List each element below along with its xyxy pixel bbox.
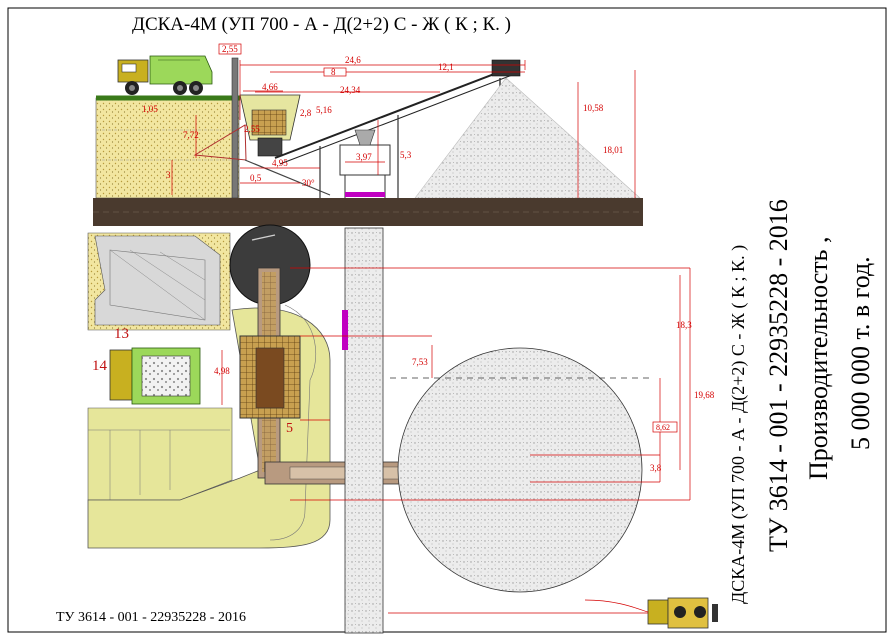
- drawing-title: ДСКА-4М (УП 700 - А - Д(2+2) С - Ж ( К ;…: [132, 14, 512, 35]
- soil-embankment: [95, 97, 240, 199]
- item-number-13: 13: [114, 326, 129, 342]
- plan-dimension-lines: [221, 267, 691, 501]
- side-spec-text: ТУ 3614 - 001 - 22935228 - 2016: [764, 199, 793, 552]
- dim-label: 4,95: [272, 158, 288, 168]
- dim-label: 18,3: [676, 320, 692, 330]
- dim-label: 5,3: [400, 150, 412, 160]
- top-dimension-lines: [171, 60, 636, 198]
- jaw-crusher: [257, 137, 283, 157]
- dim-label: 1,05: [142, 104, 158, 114]
- stockpile-plan-circle: [397, 347, 643, 593]
- dim-label: 30°: [302, 178, 315, 188]
- dim-label: 2,55: [244, 124, 260, 134]
- dim-label: 18,01: [603, 145, 624, 155]
- access-road: [344, 227, 384, 634]
- dim-label: 4,66: [262, 82, 278, 92]
- item-number-5: 5: [286, 421, 293, 436]
- retaining-wall: [231, 57, 239, 199]
- dim-label: 8: [331, 67, 336, 77]
- dim-label: 7,72: [183, 130, 199, 140]
- dim-label: 24,6: [345, 55, 361, 65]
- olive-bank: [87, 407, 233, 501]
- drawing-frame: [7, 7, 887, 633]
- secondary-screen: [339, 129, 391, 198]
- dim-label: 10,58: [583, 103, 604, 113]
- dim-label: 24,34: [340, 85, 361, 95]
- plan-truck-icon: [109, 347, 201, 405]
- dim-label: 12,1: [438, 62, 454, 72]
- stockpile-cone: [414, 77, 641, 199]
- dim-label: 4,98: [214, 366, 230, 376]
- dim-label: 0,5: [250, 173, 262, 183]
- dim-label: 8,62: [656, 423, 670, 432]
- dim-label: 3,8: [650, 463, 662, 473]
- grizzly-feeder: [251, 109, 287, 136]
- spec-footer: ТУ 3614 - 001 - 22935228 - 2016: [56, 610, 246, 625]
- side-capacity-label: Производительность ,: [804, 236, 833, 480]
- dim-label: 3: [166, 170, 171, 180]
- item-number-14: 14: [92, 358, 107, 374]
- dim-label: 7,53: [412, 357, 428, 367]
- dim-label: 2,8: [300, 108, 312, 118]
- dim-label: 5,16: [316, 105, 332, 115]
- side-model-text: ДСКА-4М (УП 700 - А - Д(2+2) С - Ж ( К ;…: [728, 244, 748, 604]
- dim-label: 2,55: [222, 44, 238, 54]
- side-capacity-value: 5 000 000 т. в год.: [846, 256, 875, 450]
- dim-label: 19,68: [694, 390, 715, 400]
- dim-label: 3,97: [356, 152, 372, 162]
- dump-truck-icon: [117, 55, 213, 95]
- loader-icon: [647, 597, 718, 629]
